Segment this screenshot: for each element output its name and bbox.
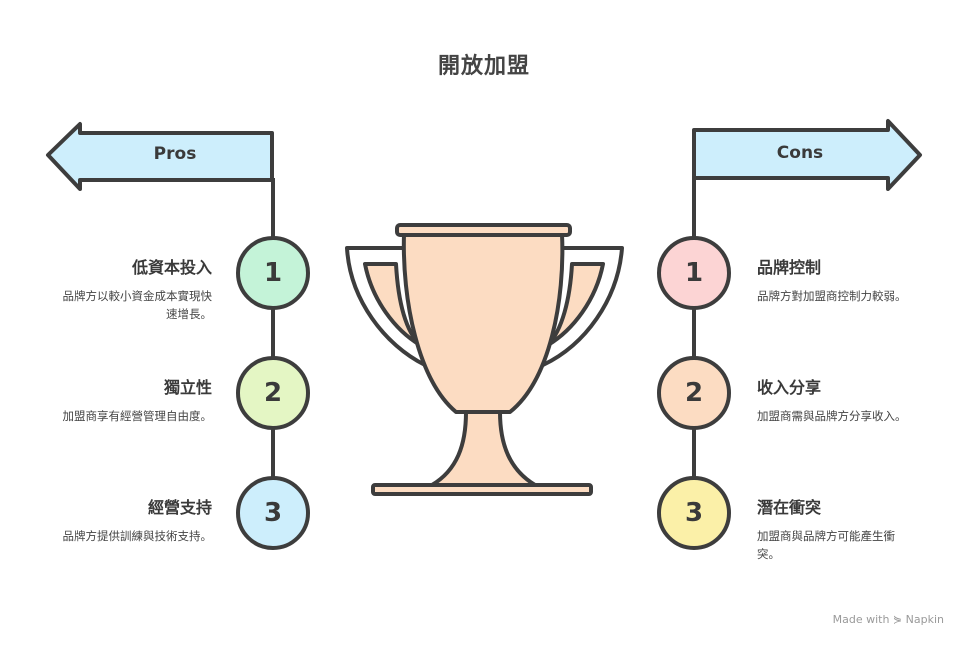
pros-number-2: 2 — [263, 378, 283, 408]
cons-item-title-3: 潛在衝突 — [757, 498, 822, 517]
pros-label: Pros — [153, 144, 197, 164]
trophy-icon — [345, 223, 624, 496]
cons-item-desc-3: 加盟商與品牌方可能產生衝突。 — [757, 529, 895, 561]
made-with-napkin-footer[interactable]: Made with ⋟ Napkin — [832, 613, 944, 626]
pros-arrow — [46, 122, 274, 191]
pros-circle-1 — [236, 236, 310, 310]
cons-circle-1 — [657, 236, 731, 310]
cons-number-3: 3 — [684, 498, 704, 528]
pros-circle-2 — [236, 356, 310, 430]
pros-circle-3 — [236, 476, 310, 550]
pros-item-title-1: 低資本投入 — [131, 258, 212, 277]
cons-label: Cons — [776, 143, 824, 163]
pros-item-title-3: 經營支持 — [147, 498, 212, 517]
page-title: 開放加盟 — [437, 54, 530, 79]
cons-number-2: 2 — [684, 378, 704, 408]
pros-number-1: 1 — [263, 258, 283, 288]
cons-item-title-2: 收入分享 — [757, 378, 822, 397]
pros-number-3: 3 — [263, 498, 283, 528]
cons-arrow — [692, 119, 922, 191]
cons-number-1: 1 — [684, 258, 704, 288]
cons-item-title-1: 品牌控制 — [757, 258, 822, 277]
cons-item-desc-2: 加盟商需與品牌方分享收入。 — [757, 409, 907, 423]
pros-item-desc-1: 品牌方以較小資金成本實現快速增長。 — [62, 289, 213, 321]
pros-item-desc-3: 品牌方提供訓練與技術支持。 — [62, 529, 213, 543]
cons-item-desc-1: 品牌方對加盟商控制力較弱。 — [757, 289, 907, 303]
cons-circle-3 — [657, 476, 731, 550]
pros-item-title-2: 獨立性 — [163, 378, 212, 397]
cons-circle-2 — [657, 356, 731, 430]
pros-item-desc-2: 加盟商享有經營管理自由度。 — [62, 409, 213, 423]
